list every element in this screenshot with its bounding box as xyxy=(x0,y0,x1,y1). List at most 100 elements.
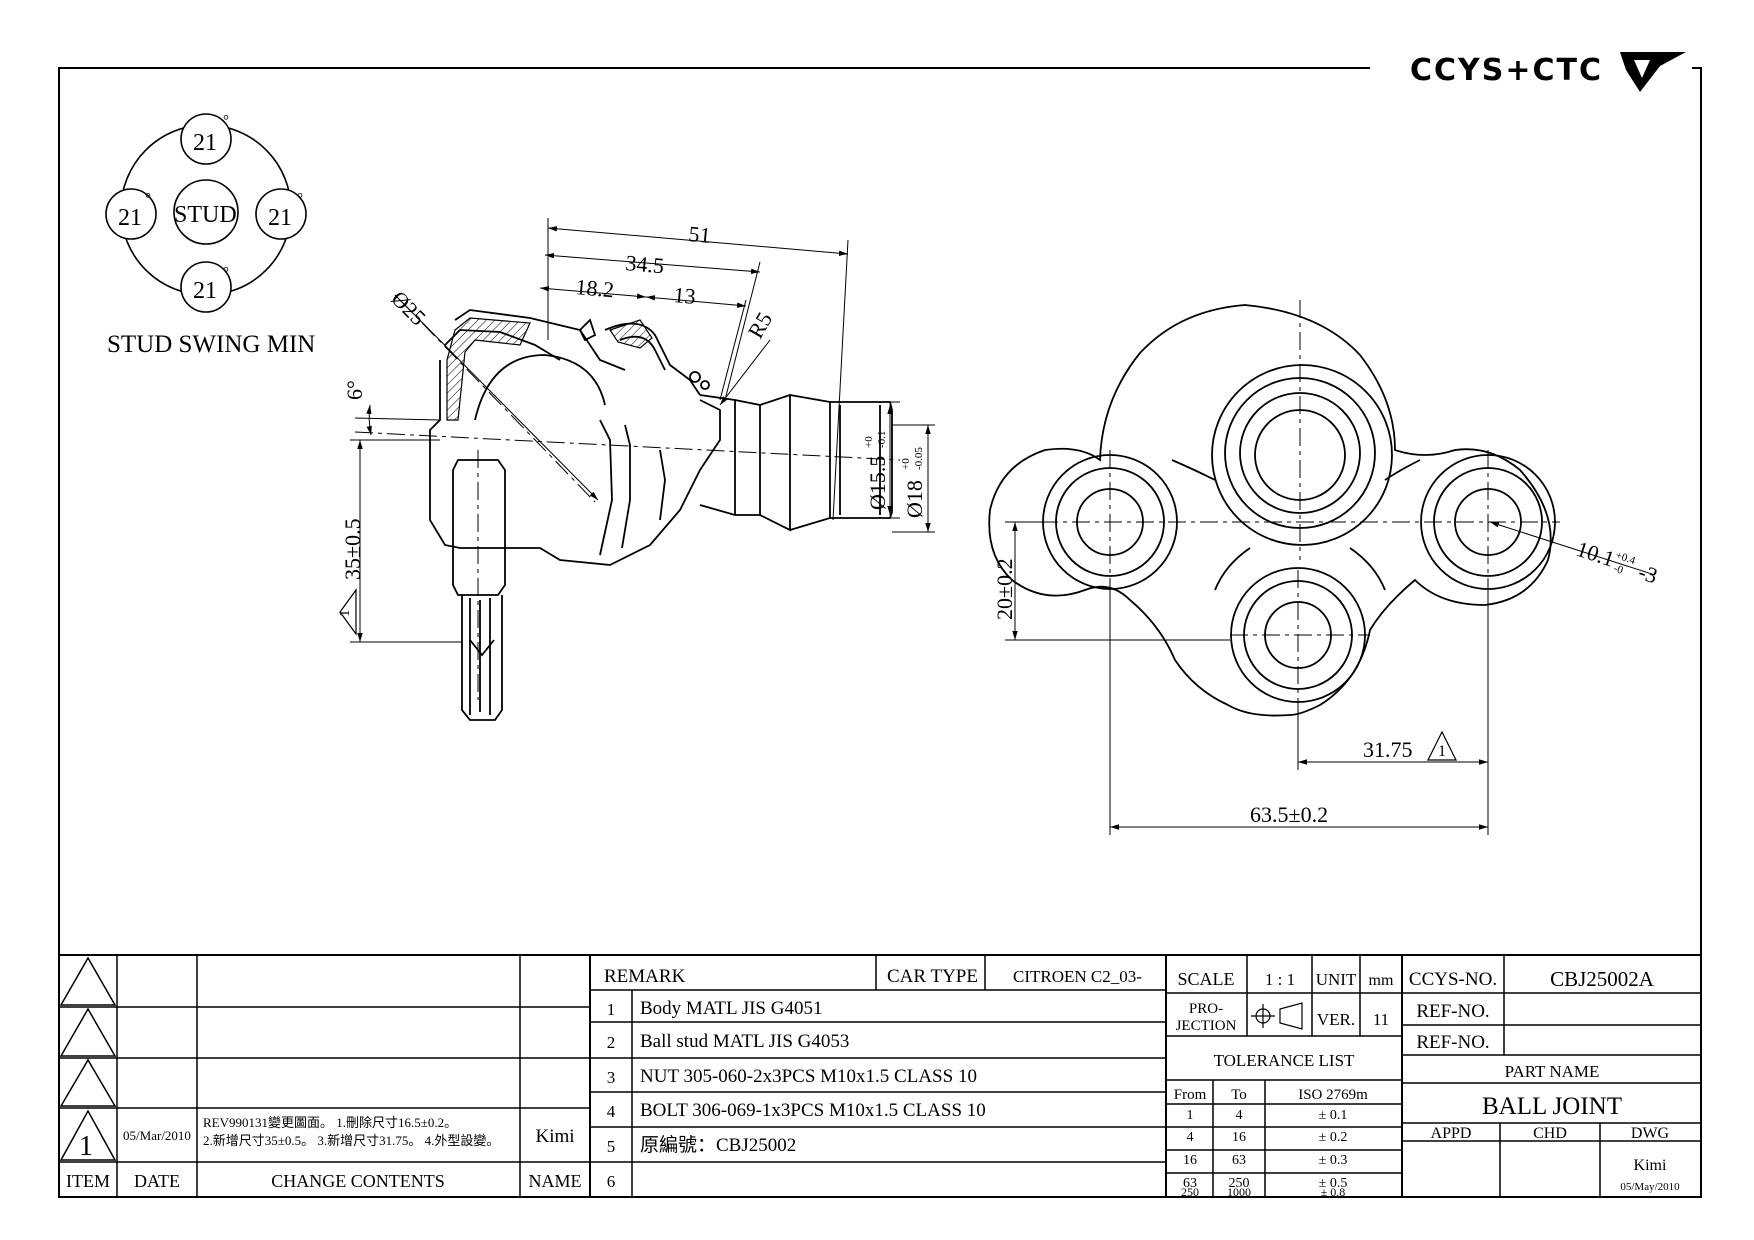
remark-text-4: BOLT 306-069-1x3PCS M10x1.5 CLASS 10 xyxy=(640,1100,986,1121)
tol-to: 4 xyxy=(1236,1108,1243,1123)
tol-to: 250 xyxy=(1229,1176,1250,1191)
header-date: DATE xyxy=(134,1171,180,1191)
tol-from: 250 xyxy=(1181,1185,1199,1199)
side-view-section-hatch xyxy=(446,317,653,421)
dim-51: 51 xyxy=(688,221,712,248)
title-block: CCYS-NO. CBJ25002A REF-NO. REF-NO. PART … xyxy=(1409,967,1680,1193)
dim-10-1: 10.1 xyxy=(1573,536,1617,572)
dim-18-2: 18.2 xyxy=(575,274,616,302)
unit-label: UNIT xyxy=(1316,970,1357,989)
dwg-name: Kimi xyxy=(1634,1157,1667,1174)
degree-mark: ° xyxy=(145,191,151,207)
stud-swing-top: 21 xyxy=(193,130,217,156)
top-view xyxy=(988,304,1556,717)
tol-from: 63 xyxy=(1183,1176,1197,1191)
tol-from: 1 xyxy=(1187,1108,1194,1123)
side-view-dimensions xyxy=(339,218,935,643)
stud-swing-left: 21 xyxy=(118,205,142,231)
dim-phi25: Ø25 xyxy=(386,286,430,330)
remark-no-4: 4 xyxy=(607,1102,616,1121)
remark-no-6: 6 xyxy=(607,1172,616,1191)
header-change-contents: CHANGE CONTENTS xyxy=(271,1171,445,1191)
degree-mark: ° xyxy=(223,265,229,281)
degree-mark: ° xyxy=(297,191,303,207)
remark-header: REMARK xyxy=(604,966,686,987)
remark-text-5: 原編號：CBJ25002 xyxy=(640,1134,796,1156)
dim-6deg: 6° xyxy=(342,380,367,400)
ver-value: 11 xyxy=(1373,1010,1389,1029)
remark-text-2: Ball stud MATL JIS G4053 xyxy=(640,1031,849,1052)
title-block-grid xyxy=(59,954,1701,1197)
part-name-value: BALL JOINT xyxy=(1482,1093,1622,1120)
tol-header-to: To xyxy=(1231,1087,1247,1103)
header-name: NAME xyxy=(529,1171,582,1191)
stud-swing-caption: STUD SWING MIN xyxy=(107,331,315,358)
tol-value: ± 0.3 xyxy=(1319,1153,1348,1168)
dwg-date: 05/May/2010 xyxy=(1620,1181,1680,1193)
side-view xyxy=(429,309,893,721)
tol-from: 16 xyxy=(1183,1153,1197,1168)
ref-no-label-1: REF-NO. xyxy=(1416,1001,1489,1022)
logo-wordmark: CCYS+CTC xyxy=(1410,53,1603,88)
projection-label-2: JECTION xyxy=(1176,1018,1237,1034)
rev-name-1: Kimi xyxy=(535,1126,574,1147)
ref-no-label-2: REF-NO. xyxy=(1416,1032,1489,1053)
tolerance-title: TOLERANCE LIST xyxy=(1214,1051,1355,1070)
top-view-dimensions xyxy=(1005,521,1656,835)
projection-label-1: PRO- xyxy=(1189,1001,1223,1017)
dim-phi15-5: Ø15.5 xyxy=(865,456,890,510)
stud-swing-bottom: 21 xyxy=(193,278,217,304)
rev-mark-31-75: 1 xyxy=(1438,743,1446,760)
ccys-ctc-logo-icon xyxy=(1620,52,1686,92)
ccys-no-value: CBJ25002A xyxy=(1550,967,1655,991)
dim-35: 35±0.5 xyxy=(340,518,365,580)
dim-phi15-5-tol-lo: -0.1 xyxy=(876,431,888,448)
remark-text-3: NUT 305-060-2x3PCS M10x1.5 CLASS 10 xyxy=(640,1066,977,1087)
tol-to: 1000 xyxy=(1227,1185,1251,1199)
remark-no-3: 3 xyxy=(607,1068,616,1087)
dim-r5: R5 xyxy=(743,308,777,343)
sheet-border xyxy=(58,67,1702,1198)
dim-13: 13 xyxy=(673,282,697,309)
ccys-ctc-logo: CCYS+CTC xyxy=(1410,52,1686,92)
stud-label: STUD xyxy=(174,202,237,228)
dim-34-5: 34.5 xyxy=(625,250,666,278)
header-item: ITEM xyxy=(66,1171,110,1191)
tol-to: 63 xyxy=(1232,1153,1246,1168)
remark-block: REMARK CAR TYPE CITROEN C2_03- 1 Body MA… xyxy=(604,966,1142,1191)
revision-table: 1 05/Mar/2010 REV990131變更圖面。 1.刪除尺寸16.5±… xyxy=(66,1115,582,1191)
tol-from: 4 xyxy=(1187,1130,1194,1145)
scale-value: 1 : 1 xyxy=(1265,970,1295,989)
dim-10-1-tol-lo: -0 xyxy=(1612,562,1625,576)
car-type-label: CAR TYPE xyxy=(887,966,978,987)
first-angle-projection-icon xyxy=(1251,1002,1303,1030)
tol-to: 16 xyxy=(1232,1130,1246,1145)
remark-no-1: 1 xyxy=(607,1000,616,1019)
tol-value: ± 0.8 xyxy=(1321,1185,1346,1199)
part-name-label: PART NAME xyxy=(1505,1062,1600,1081)
ver-label: VER. xyxy=(1317,1010,1355,1029)
tol-value: ± 0.2 xyxy=(1319,1130,1348,1145)
rev-date-1: 05/Mar/2010 xyxy=(123,1128,191,1143)
tol-header-from: From xyxy=(1174,1087,1207,1103)
top-view-centerlines xyxy=(1040,300,1560,760)
remark-no-2: 2 xyxy=(607,1033,616,1052)
remark-no-5: 5 xyxy=(607,1137,616,1156)
scale-tolerance-block: SCALE 1 : 1 UNIT mm PRO- JECTION VER. 11… xyxy=(1174,969,1394,1199)
stud-swing-right: 21 xyxy=(268,205,292,231)
remark-text-1: Body MATL JIS G4051 xyxy=(640,998,822,1019)
tol-value: ± 0.5 xyxy=(1319,1176,1348,1191)
dim-10-1-suffix: -3 xyxy=(1635,559,1660,588)
chd-label: CHD xyxy=(1533,1125,1567,1142)
rev-item-1: 1 xyxy=(79,1131,93,1162)
dim-31-75: 31.75 xyxy=(1363,737,1413,762)
dwg-label: DWG xyxy=(1631,1125,1670,1142)
ccys-no-label: CCYS-NO. xyxy=(1409,969,1497,990)
scale-label: SCALE xyxy=(1177,969,1234,989)
rev-contents-1b: 2.新增尺寸35±0.5。 3.新增尺寸31.75。 4.外型設變。 xyxy=(203,1133,499,1148)
rev-mark-35: 1 xyxy=(337,610,353,618)
dim-20: 20±0.2 xyxy=(992,558,1017,620)
rev-contents-1a: REV990131變更圖面。 1.刪除尺寸16.5±0.2。 xyxy=(203,1115,457,1130)
unit-value: mm xyxy=(1369,972,1394,989)
